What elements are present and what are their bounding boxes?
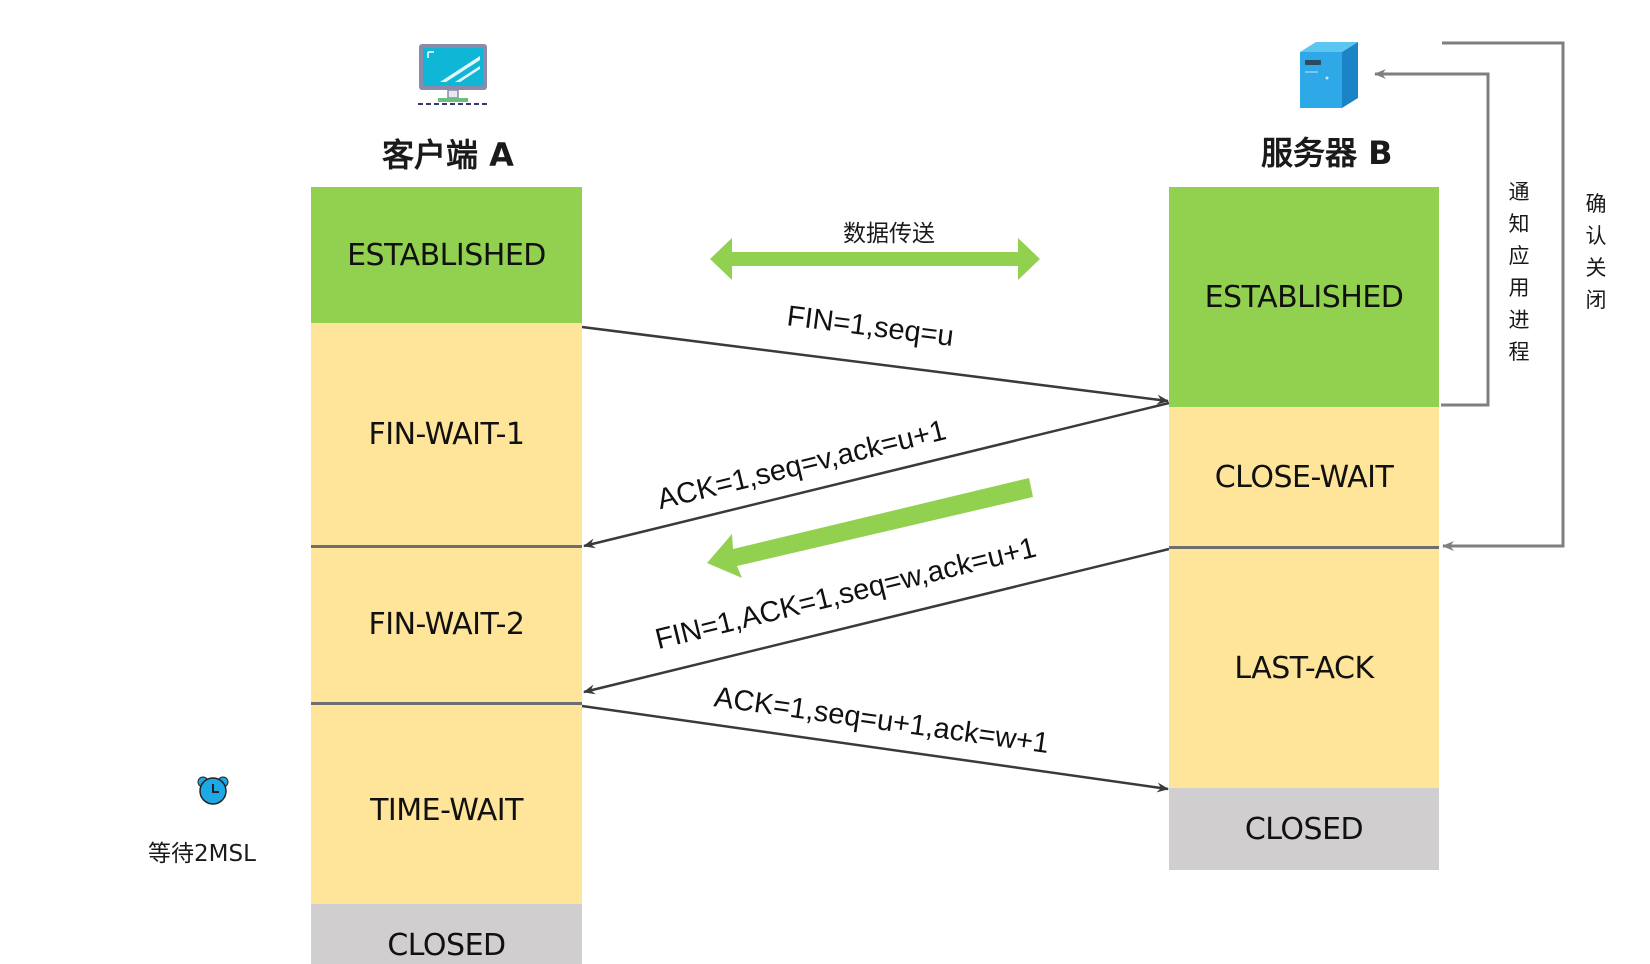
message-arrow-fin <box>581 325 1169 405</box>
client-state-divider <box>311 702 582 705</box>
server-state-last-ack: LAST-ACK <box>1169 548 1439 788</box>
client-state-fin-wait-2: FIN-WAIT-2 <box>311 546 582 703</box>
client-state-established: ESTABLISHED <box>311 187 582 323</box>
server-state-established: ESTABLISHED <box>1169 187 1439 407</box>
server-state-divider <box>1169 546 1439 549</box>
client-state-closed: CLOSED <box>311 904 582 964</box>
computer-monitor-icon <box>418 44 489 105</box>
client-state-divider <box>311 545 582 548</box>
notify-app-process-connector <box>1374 69 1490 407</box>
message-arrow-final-ack <box>581 704 1169 793</box>
data-transfer-label: 数据传送 <box>843 221 935 247</box>
server-state-close-wait: CLOSE-WAIT <box>1169 407 1439 548</box>
client-state-time-wait: TIME-WAIT <box>311 703 582 904</box>
server-label: 服务器 B <box>1261 134 1393 172</box>
half-close-data-arrow <box>707 478 1033 578</box>
client-label: 客户端 A <box>382 136 514 174</box>
alarm-clock-icon <box>197 776 229 805</box>
client-state-fin-wait-1: FIN-WAIT-1 <box>311 323 582 546</box>
data-transfer-double-arrow <box>710 238 1040 280</box>
server-state-closed: CLOSED <box>1169 788 1439 870</box>
message-arrow-ack <box>583 401 1170 549</box>
message-arrow-fin-ack <box>583 547 1170 695</box>
confirm-close-label: 确认关闭 <box>1585 192 1607 312</box>
wait-2msl-label: 等待2MSL <box>148 841 256 867</box>
server-tower-icon <box>1300 42 1358 108</box>
notify-app-process-label: 通知应用进程 <box>1508 180 1530 364</box>
confirm-close-connector <box>1442 41 1565 551</box>
